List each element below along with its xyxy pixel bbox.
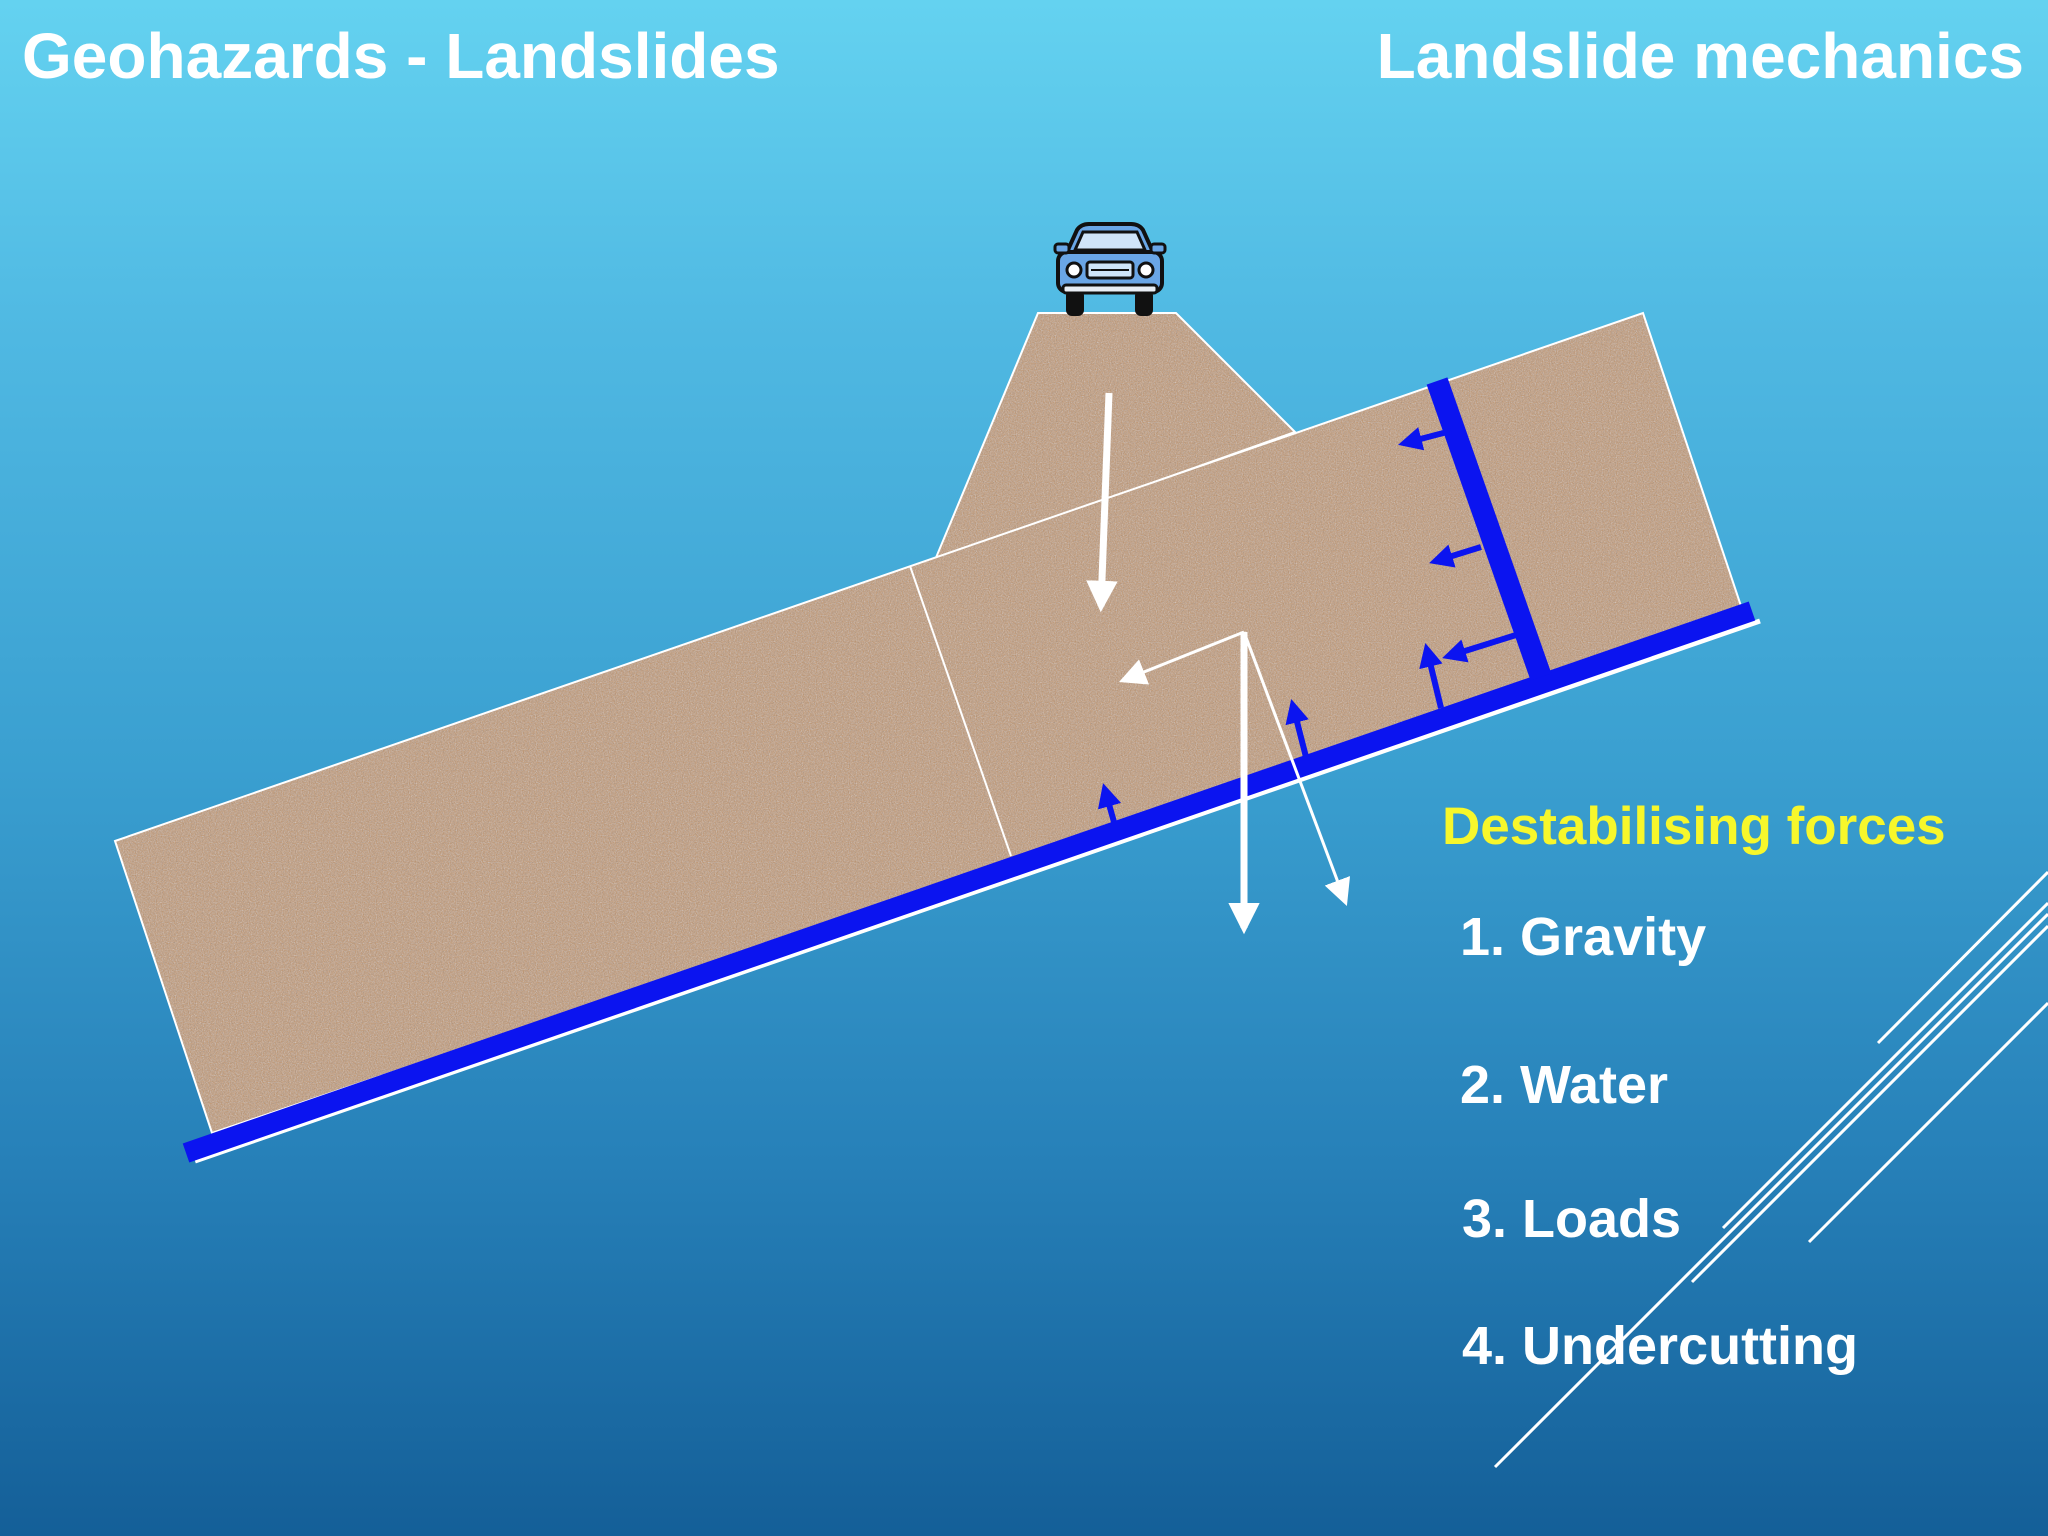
water-shear-plane [182, 601, 1756, 1163]
deco-line [1721, 901, 2048, 1230]
force-item-water: 2. Water [1460, 1055, 1669, 1115]
slide-title: Geohazards - Landslides [22, 20, 780, 92]
downslope-component-arrow [1118, 630, 1245, 685]
decorative-lines [1493, 870, 2048, 1469]
load-arrow [1086, 392, 1118, 613]
deco-line [1876, 870, 2048, 1045]
deco-line [1493, 912, 2048, 1469]
slope-block [113, 311, 1746, 1135]
section-title: Landslide mechanics [1376, 20, 2024, 92]
block-boundary [909, 565, 1012, 857]
force-arrows [1086, 392, 1351, 935]
force-item-undercutting: 4. Undercutting [1462, 1316, 1859, 1376]
force-item-gravity: 1. Gravity [1460, 907, 1707, 967]
deco-line [1690, 924, 2048, 1284]
water-arrow [1398, 427, 1452, 451]
water-arrow [1419, 643, 1444, 709]
water-tension-crack [1426, 377, 1552, 681]
normal-component-arrow [1242, 631, 1351, 907]
water-arrow [1285, 699, 1309, 758]
water-arrow [1097, 783, 1122, 823]
water-arrow [1442, 632, 1517, 663]
force-item-loads: 3. Loads [1462, 1189, 1682, 1249]
forces-heading: Destabilising forces [1442, 797, 1946, 856]
car-icon [1053, 222, 1167, 316]
water-arrow [1429, 544, 1482, 568]
water-pressure-arrows [1097, 427, 1517, 823]
shear-plane-edge [194, 618, 1761, 1164]
deco-line [1807, 1001, 2048, 1244]
embankment [933, 312, 1297, 562]
